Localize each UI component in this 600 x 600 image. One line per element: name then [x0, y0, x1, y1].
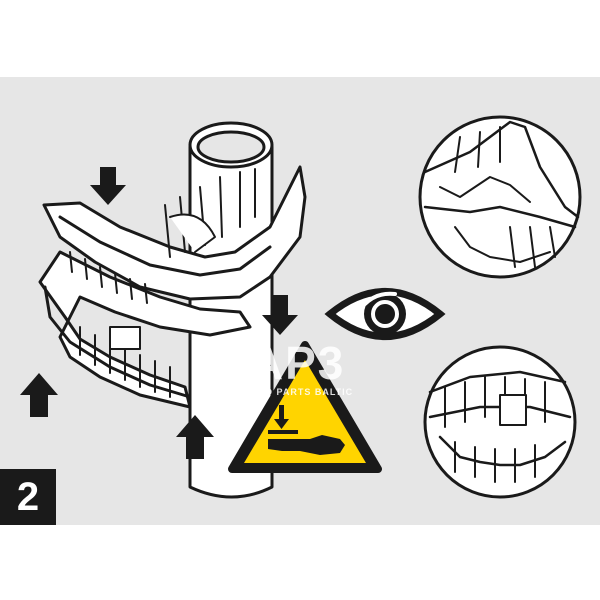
- illustration-panel: AP3 AGRO PARTS BALTIC 2: [0, 77, 600, 525]
- collar-assembly: [38, 165, 307, 409]
- assembly-illustration: [20, 115, 582, 499]
- crush-hazard-warning-icon: [228, 341, 382, 473]
- detail-circle-top: [418, 115, 582, 279]
- eye-icon: [324, 288, 446, 340]
- down-arrow-icon: [262, 295, 298, 335]
- step-number-badge: 2: [0, 469, 56, 525]
- down-arrow-icon: [90, 167, 126, 205]
- detail-circle-bottom: [423, 345, 577, 499]
- up-arrow-icon: [176, 415, 214, 459]
- up-arrow-icon: [20, 373, 58, 417]
